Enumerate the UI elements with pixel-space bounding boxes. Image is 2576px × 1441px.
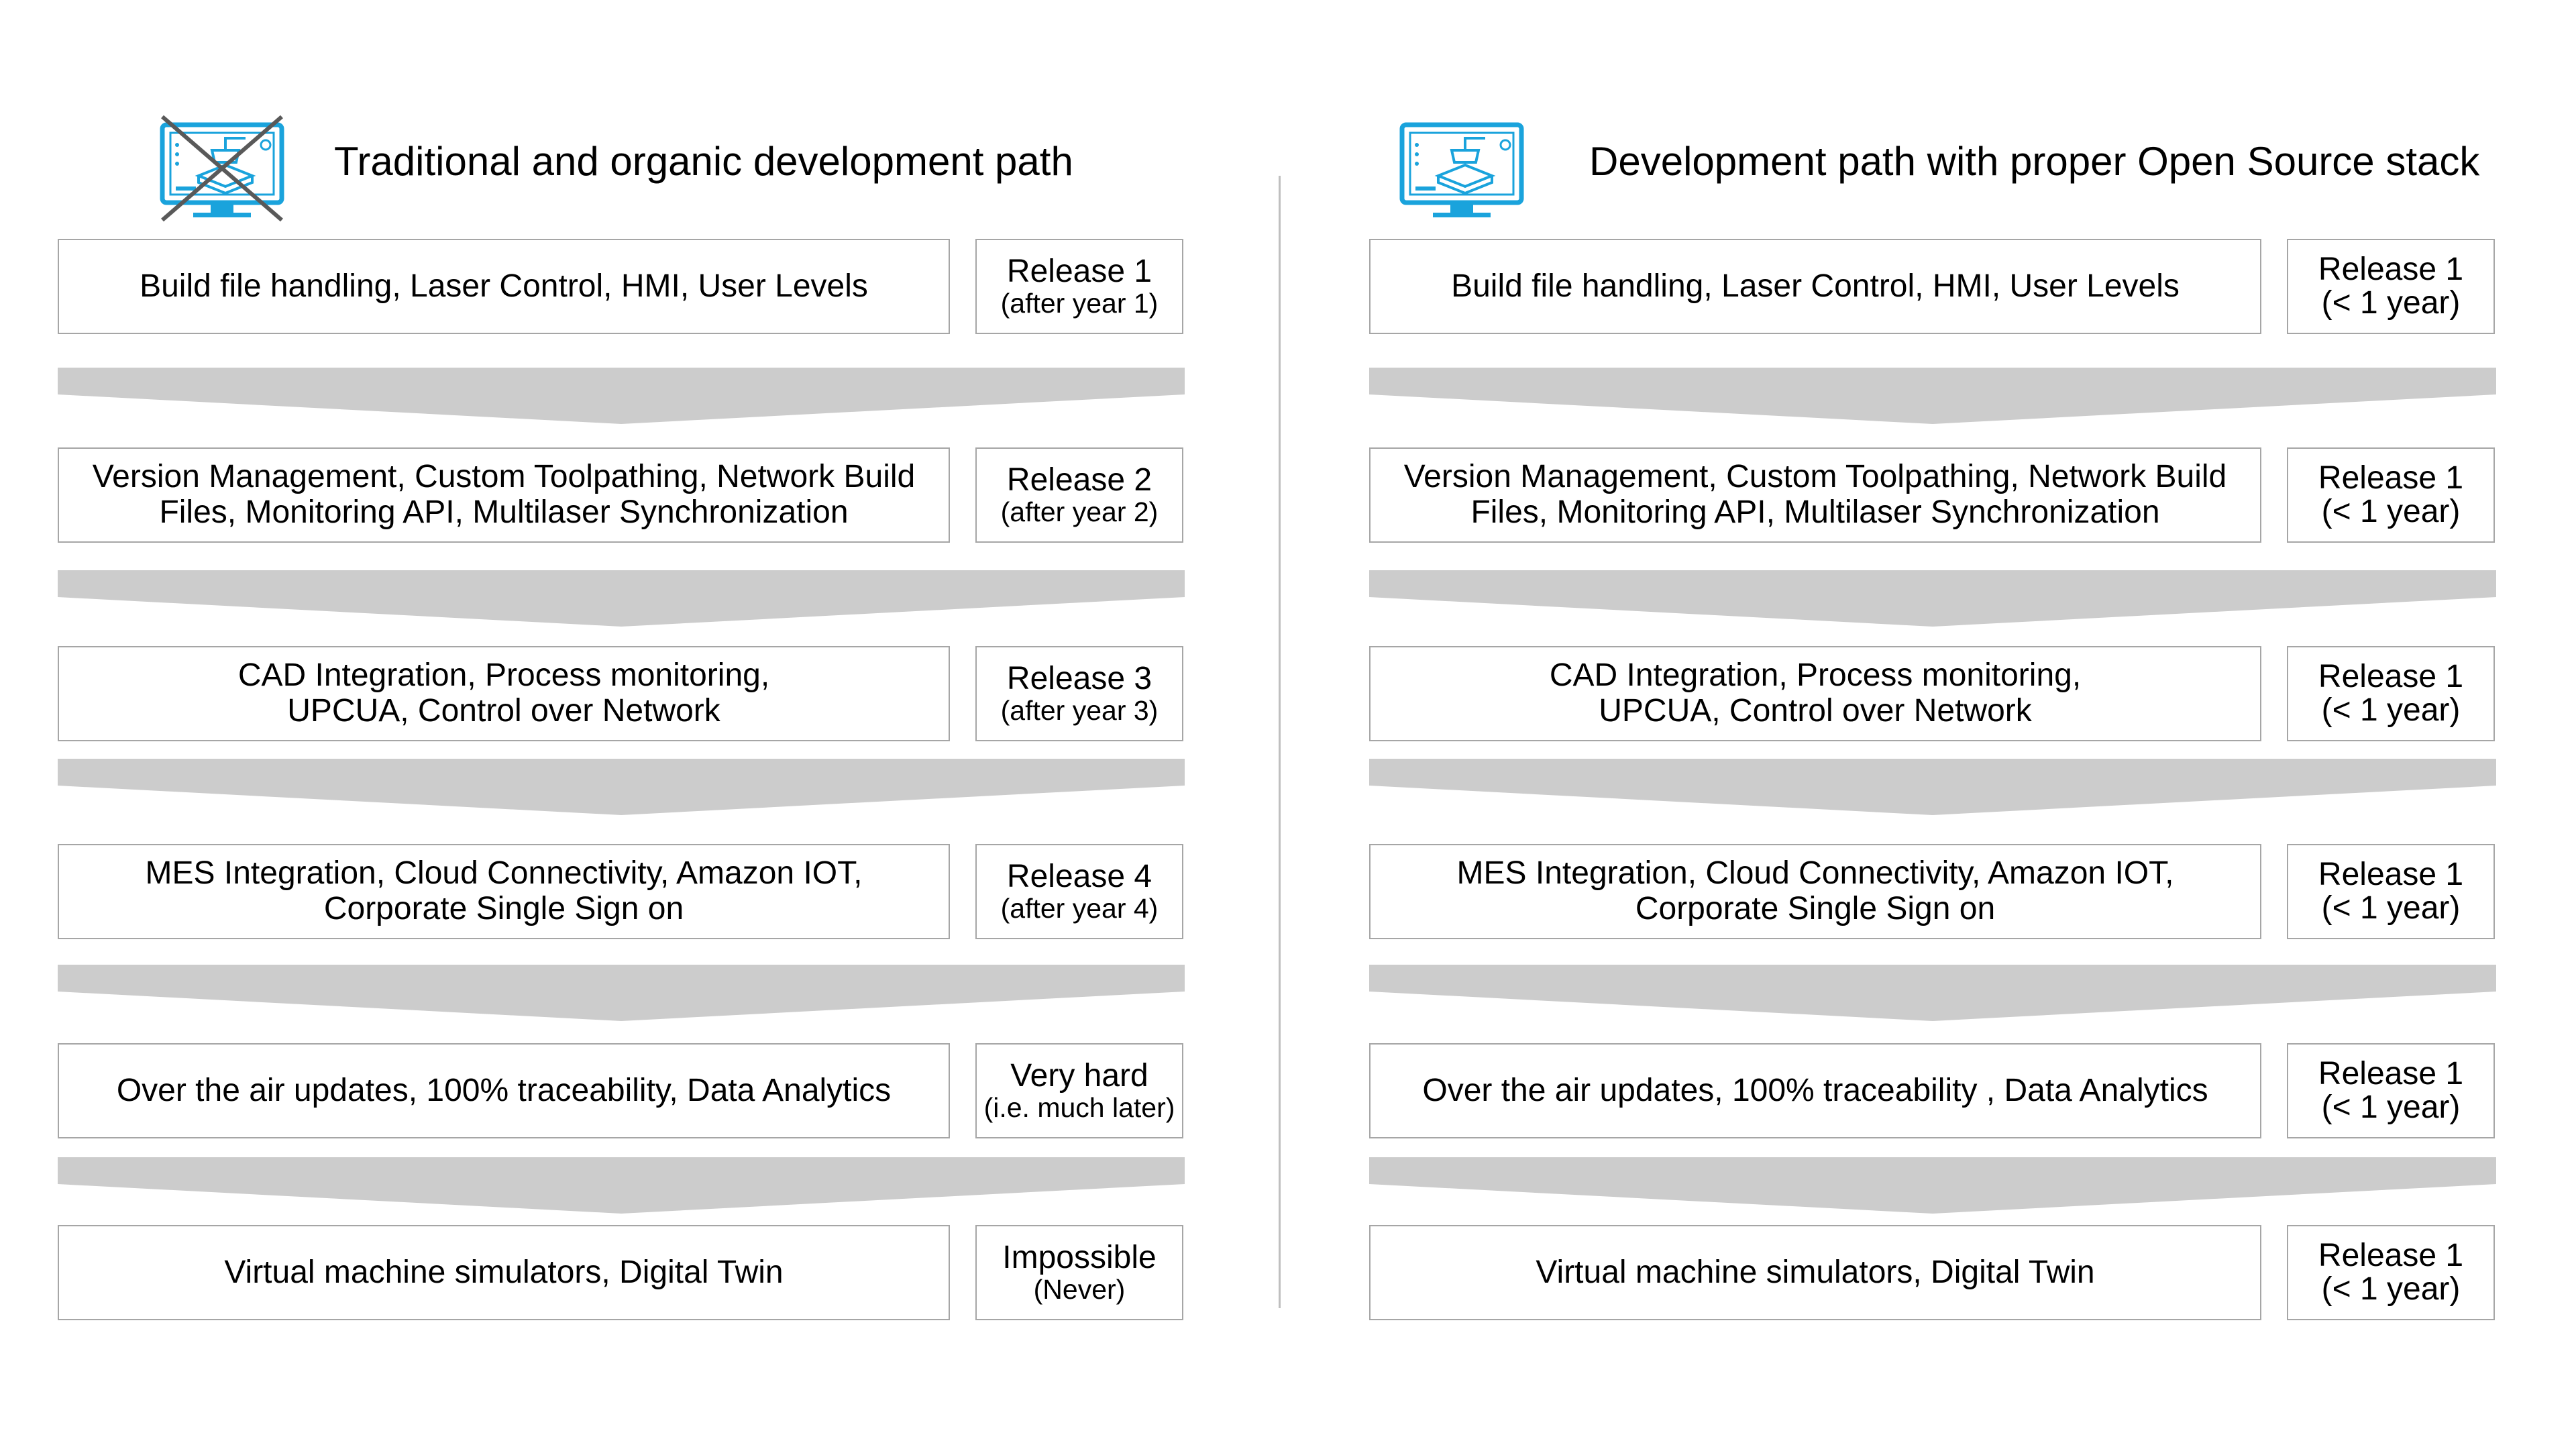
feature-box: MES Integration, Cloud Connectivity, Ama… — [1369, 844, 2261, 939]
release-label: Release 1 — [2318, 856, 2464, 892]
release-label: Very hard — [1010, 1058, 1148, 1094]
release-timing: (< 1 year) — [2321, 285, 2461, 321]
release-box: Release 4 (after year 4) — [975, 844, 1183, 939]
feature-box: Version Management, Custom Toolpathing, … — [58, 447, 950, 543]
release-label: Release 2 — [1006, 462, 1152, 498]
path-step: Virtual machine simulators, Digital Twin… — [1369, 1225, 2496, 1320]
down-chevron-arrow — [1369, 759, 2496, 815]
release-box: Release 1 (< 1 year) — [2287, 1225, 2495, 1320]
down-chevron-arrow — [58, 570, 1185, 627]
open-source-path-column: Development path with proper Open Source… — [1369, 0, 2496, 1441]
column-title: Traditional and organic development path — [334, 139, 1073, 184]
feature-box: Virtual machine simulators, Digital Twin — [1369, 1225, 2261, 1320]
release-timing: (< 1 year) — [2321, 1089, 2461, 1125]
release-timing: (i.e. much later) — [983, 1091, 1175, 1123]
release-box: Release 1 (< 1 year) — [2287, 1043, 2495, 1138]
monitor-icon — [1399, 122, 1524, 217]
feature-box: CAD Integration, Process monitoring, UPC… — [58, 646, 950, 741]
release-timing: (< 1 year) — [2321, 692, 2461, 728]
release-label: Release 1 — [2318, 1237, 2464, 1273]
release-timing: (after year 4) — [1000, 892, 1159, 924]
release-box: Release 1 (< 1 year) — [2287, 447, 2495, 543]
down-chevron-arrow — [1369, 965, 2496, 1021]
column-title: Development path with proper Open Source… — [1589, 139, 2480, 184]
column-header: Development path with proper Open Source… — [1369, 107, 2496, 225]
release-label: Release 1 — [2318, 251, 2464, 287]
release-label: Release 4 — [1006, 859, 1152, 895]
release-timing: (Never) — [1033, 1273, 1126, 1305]
release-box: Release 1 (after year 1) — [975, 239, 1183, 334]
path-step: CAD Integration, Process monitoring, UPC… — [1369, 646, 2496, 741]
down-chevron-arrow — [58, 368, 1185, 424]
release-label: Release 3 — [1006, 661, 1152, 697]
release-timing: (after year 3) — [1000, 694, 1159, 726]
feature-box: Virtual machine simulators, Digital Twin — [58, 1225, 950, 1320]
release-label: Impossible — [1002, 1240, 1157, 1276]
path-step: Version Management, Custom Toolpathing, … — [58, 447, 1185, 543]
column-divider — [1279, 176, 1281, 1308]
path-step: Virtual machine simulators, Digital Twin… — [58, 1225, 1185, 1320]
release-box: Release 1 (< 1 year) — [2287, 646, 2495, 741]
monitor-crossed-icon — [160, 115, 284, 222]
path-step: Build file handling, Laser Control, HMI,… — [1369, 239, 2496, 334]
path-step: MES Integration, Cloud Connectivity, Ama… — [1369, 844, 2496, 939]
feature-box: Over the air updates, 100% traceability,… — [58, 1043, 950, 1138]
feature-box: Over the air updates, 100% traceability … — [1369, 1043, 2261, 1138]
path-step: Over the air updates, 100% traceability … — [1369, 1043, 2496, 1138]
feature-box: MES Integration, Cloud Connectivity, Ama… — [58, 844, 950, 939]
release-timing: (< 1 year) — [2321, 494, 2461, 529]
release-box: Release 2 (after year 2) — [975, 447, 1183, 543]
down-chevron-arrow — [58, 1157, 1185, 1214]
release-timing: (after year 1) — [1000, 287, 1159, 319]
down-chevron-arrow — [1369, 1157, 2496, 1214]
release-timing: (< 1 year) — [2321, 890, 2461, 926]
release-box: Release 1 (< 1 year) — [2287, 844, 2495, 939]
release-timing: (after year 2) — [1000, 496, 1159, 527]
release-label: Release 1 — [2318, 658, 2464, 694]
feature-box: CAD Integration, Process monitoring, UPC… — [1369, 646, 2261, 741]
path-step: Over the air updates, 100% traceability,… — [58, 1043, 1185, 1138]
down-chevron-arrow — [58, 759, 1185, 815]
down-chevron-arrow — [1369, 570, 2496, 627]
release-box: Very hard (i.e. much later) — [975, 1043, 1183, 1138]
release-box: Impossible (Never) — [975, 1225, 1183, 1320]
path-step: CAD Integration, Process monitoring, UPC… — [58, 646, 1185, 741]
path-step: Version Management, Custom Toolpathing, … — [1369, 447, 2496, 543]
release-box: Release 1 (< 1 year) — [2287, 239, 2495, 334]
path-step: MES Integration, Cloud Connectivity, Ama… — [58, 844, 1185, 939]
column-header: Traditional and organic development path — [58, 107, 1185, 225]
release-label: Release 1 — [1006, 254, 1152, 290]
release-timing: (< 1 year) — [2321, 1271, 2461, 1307]
release-label: Release 1 — [2318, 460, 2464, 496]
down-chevron-arrow — [1369, 368, 2496, 424]
feature-box: Build file handling, Laser Control, HMI,… — [1369, 239, 2261, 334]
release-box: Release 3 (after year 3) — [975, 646, 1183, 741]
path-step: Build file handling, Laser Control, HMI,… — [58, 239, 1185, 334]
release-label: Release 1 — [2318, 1055, 2464, 1091]
feature-box: Version Management, Custom Toolpathing, … — [1369, 447, 2261, 543]
traditional-path-column: Traditional and organic development path… — [58, 0, 1185, 1441]
down-chevron-arrow — [58, 965, 1185, 1021]
feature-box: Build file handling, Laser Control, HMI,… — [58, 239, 950, 334]
